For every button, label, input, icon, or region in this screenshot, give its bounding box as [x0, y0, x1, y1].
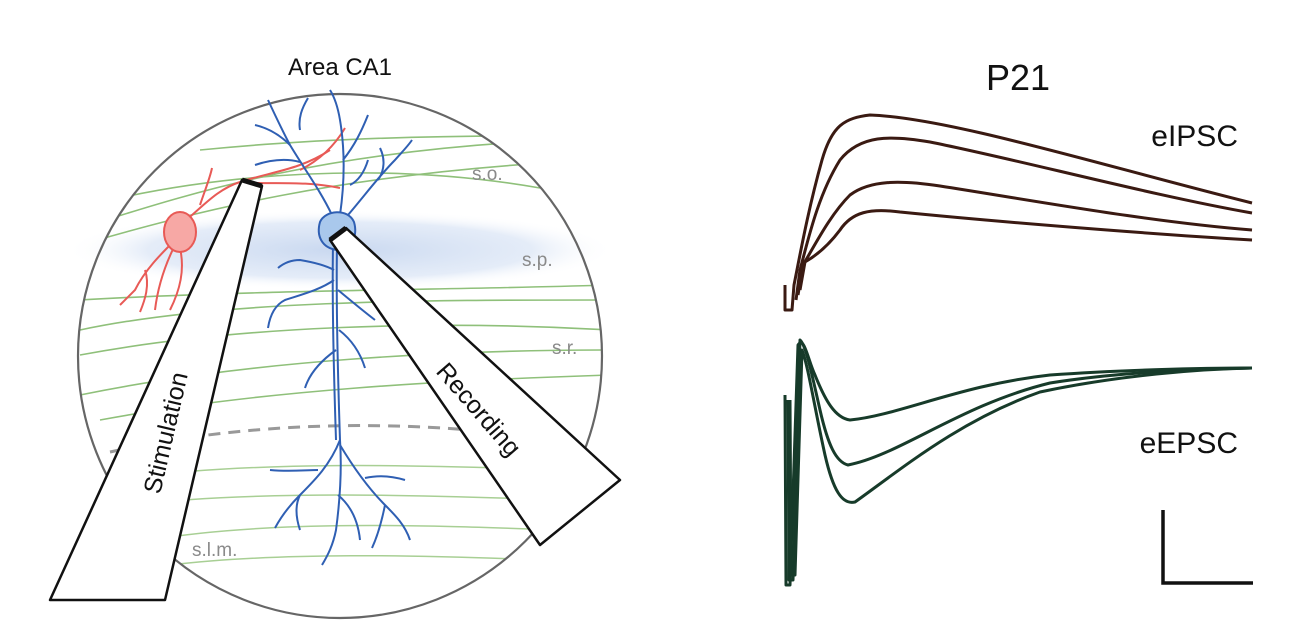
epsc-traces: [783, 338, 1253, 587]
pyramidal-neuron: [254, 89, 413, 566]
ipsc-trace-4: [798, 209, 1253, 291]
trace-panel: P21 eIPSC eEPSC: [783, 57, 1253, 587]
ipsc-trace-1: [783, 113, 1253, 312]
schematic-title: Area CA1: [288, 54, 392, 81]
layer-label-sr: s.r.: [552, 338, 577, 359]
layer-label-so: s.o.: [472, 164, 503, 185]
age-label: P21: [986, 57, 1050, 98]
epsc-label: eEPSC: [1140, 427, 1238, 460]
layer-label-sp: s.p.: [522, 250, 553, 271]
scale-bar: [1161, 510, 1253, 585]
fissure-dashed-line: [109, 424, 471, 454]
ipsc-trace-2: [794, 136, 1253, 301]
ca1-schematic: Area CA1 s.o. s.p. s.r. s.l.m. Stimulati…: [48, 54, 622, 620]
layer-label-slm: s.l.m.: [192, 540, 237, 561]
stimulation-electrode: [48, 177, 264, 602]
epsc-trace-2: [786, 338, 1253, 582]
epsc-trace-3: [788, 348, 1253, 577]
ipsc-traces: [783, 113, 1253, 312]
ipsc-trace-3: [796, 180, 1253, 296]
recording-electrode: [328, 226, 622, 547]
ipsc-label: eIPSC: [1151, 120, 1238, 153]
slice-outline: [76, 92, 604, 620]
